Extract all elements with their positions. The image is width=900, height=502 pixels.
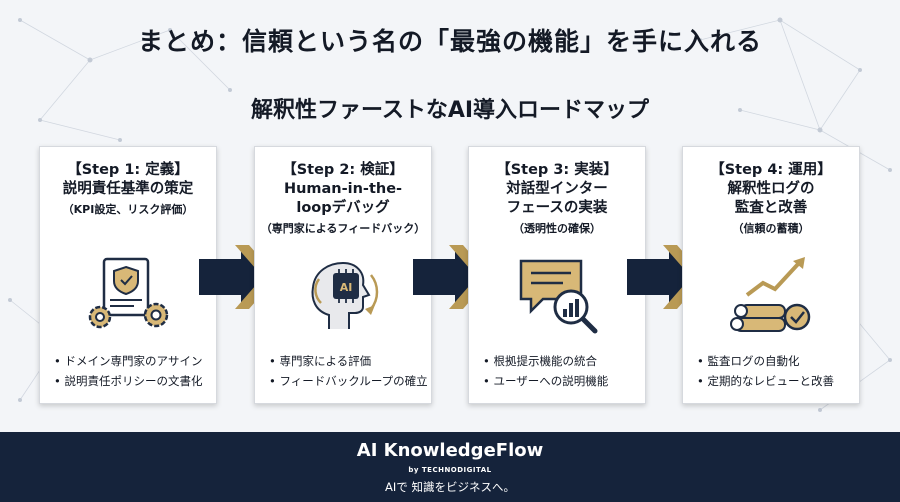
step-bullets: 専門家による評価 フィードバックループの確立 bbox=[269, 351, 428, 391]
step-note: （透明性の確保） bbox=[513, 222, 601, 235]
brand-logo: AI KnowledgeFlow bbox=[356, 440, 544, 461]
chat-magnifier-chart-icon bbox=[519, 259, 598, 334]
step-card-3: 【Step 3: 実装】 対話型インター フェースの実装 （透明性の確保） 根拠… bbox=[468, 146, 646, 404]
brand-byline: by TECHNODIGITAL bbox=[408, 466, 492, 474]
list-item: 根拠提示機能の統合 bbox=[483, 351, 608, 371]
step-bullets: 監査ログの自動化 定期的なレビューと改善 bbox=[697, 351, 834, 391]
step-card-2: 【Step 2: 検証】 Human-in-the- loopデバッグ （専門家… bbox=[254, 146, 432, 404]
human-ai-head-icon: AI bbox=[311, 261, 379, 329]
step-name: Human-in-the- loopデバッグ bbox=[283, 181, 403, 216]
step-bullets: 根拠提示機能の統合 ユーザーへの説明機能 bbox=[483, 351, 608, 391]
step-header: 【Step 1: 定義】 説明責任基準の策定 （KPI設定、リスク評価） bbox=[40, 161, 216, 218]
list-item: ドメイン専門家のアサイン bbox=[54, 351, 202, 371]
step-title: 【Step 3: 実装】 bbox=[496, 162, 618, 178]
brand-tagline: AIで 知識をビジネスへ。 bbox=[385, 480, 515, 494]
footer-bar: AI KnowledgeFlow by TECHNODIGITAL AIで 知識… bbox=[0, 432, 900, 502]
document-shield-gears-icon bbox=[88, 257, 169, 329]
list-item: 定期的なレビューと改善 bbox=[697, 371, 834, 391]
step-bullets: ドメイン専門家のアサイン 説明責任ポリシーの文書化 bbox=[54, 351, 202, 391]
list-item: 専門家による評価 bbox=[269, 351, 428, 371]
step-header: 【Step 4: 運用】 解釈性ログの 監査と改善 （信頼の蓄積） bbox=[683, 161, 859, 237]
list-item: フィードバックループの確立 bbox=[269, 371, 427, 391]
step-name: 対話型インター フェースの実装 bbox=[506, 181, 608, 216]
step-name: 説明責任基準の策定 bbox=[62, 181, 194, 197]
step-header: 【Step 3: 実装】 対話型インター フェースの実装 （透明性の確保） bbox=[469, 161, 645, 237]
page-subtitle: 解釈性ファーストなAI導入ロードマップ bbox=[250, 98, 650, 123]
svg-text:AI: AI bbox=[340, 281, 353, 294]
step-card-4: 【Step 4: 運用】 解釈性ログの 監査と改善 （信頼の蓄積） 監査ログの自… bbox=[682, 146, 860, 404]
log-stack-growth-icon bbox=[730, 257, 811, 332]
step-name: 解釈性ログの 監査と改善 bbox=[727, 181, 815, 216]
list-item: ユーザーへの説明機能 bbox=[483, 371, 608, 391]
step-header: 【Step 2: 検証】 Human-in-the- loopデバッグ （専門家… bbox=[255, 161, 431, 237]
step-note: （KPI設定、リスク評価） bbox=[62, 203, 194, 216]
list-item: 説明責任ポリシーの文書化 bbox=[54, 371, 202, 391]
step-title: 【Step 1: 定義】 bbox=[67, 162, 189, 178]
step-card-1: 【Step 1: 定義】 説明責任基準の策定 （KPI設定、リスク評価） ドメイ… bbox=[39, 146, 217, 404]
step-note: （信頼の蓄積） bbox=[732, 222, 810, 235]
step-title: 【Step 4: 運用】 bbox=[710, 162, 832, 178]
step-note: （専門家によるフィードバック） bbox=[260, 222, 426, 235]
list-item: 監査ログの自動化 bbox=[697, 351, 834, 371]
page-title: まとめ：信頼という名の「最強の機能」を手に入れる bbox=[137, 27, 762, 56]
step-title: 【Step 2: 検証】 bbox=[282, 162, 404, 178]
